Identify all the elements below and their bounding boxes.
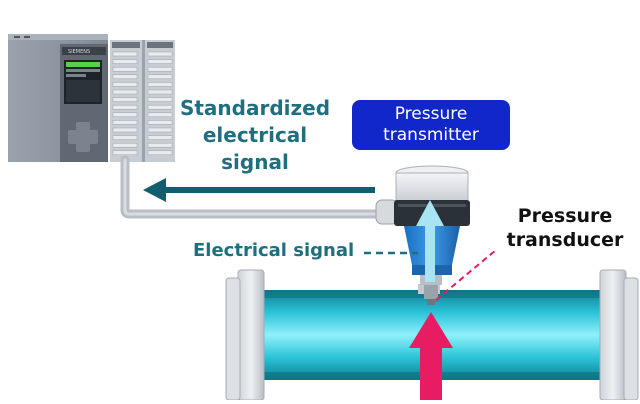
pressure-transducer-line-1: Pressure	[517, 205, 613, 227]
electrical-signal-label: Electrical signal	[193, 240, 355, 261]
io-terminal	[147, 150, 173, 156]
pressure-transmitter-line-2: transmitter	[383, 125, 479, 145]
io-terminals	[112, 51, 173, 156]
standardized-signal-line-3: signal	[221, 150, 289, 174]
pressure-transmitter-line-1: Pressure	[394, 104, 468, 124]
io-terminal	[147, 59, 173, 64]
io-terminal	[112, 74, 138, 80]
io-terminal	[147, 127, 173, 133]
io-terminal	[147, 74, 173, 80]
electrical-signal-arrow	[416, 200, 444, 282]
io-terminal	[112, 112, 138, 118]
io-terminal	[112, 89, 138, 95]
pressure-transducer-line-2: transducer	[506, 229, 624, 251]
io-terminal	[147, 112, 173, 118]
standardized-signal-arrow	[143, 178, 375, 202]
io-terminal	[112, 142, 138, 148]
plc-icon	[8, 34, 175, 162]
plc-brand-label: SIEMENS	[68, 49, 90, 55]
io-terminal	[147, 120, 173, 125]
pressure-arrow	[409, 312, 453, 400]
standardized-signal-label: Standardized electrical signal	[170, 95, 340, 176]
transducer-leader	[435, 249, 497, 301]
pressure-transmitter-badge: Pressure transmitter	[352, 100, 510, 150]
io-terminal	[147, 89, 173, 95]
io-terminal	[147, 97, 173, 102]
io-terminal	[147, 104, 173, 110]
io-terminal	[112, 104, 138, 110]
io-terminal	[112, 97, 138, 102]
signal-cable-highlight	[123, 158, 382, 216]
io-terminal	[147, 82, 173, 87]
io-terminal	[112, 120, 138, 125]
io-terminal	[112, 127, 138, 133]
io-terminal	[147, 142, 173, 148]
standardized-signal-line-2: electrical	[202, 123, 308, 147]
io-terminal	[112, 66, 138, 72]
io-terminal	[112, 82, 138, 87]
io-terminal	[147, 66, 173, 72]
io-terminal	[147, 51, 173, 57]
standardized-signal-line-1: Standardized	[179, 96, 331, 120]
io-terminal	[112, 150, 138, 156]
io-terminal	[112, 51, 138, 57]
pressure-transducer-label: Pressure transducer	[500, 204, 630, 252]
io-terminal	[112, 59, 138, 64]
io-terminal	[112, 135, 138, 140]
io-terminal	[147, 135, 173, 140]
